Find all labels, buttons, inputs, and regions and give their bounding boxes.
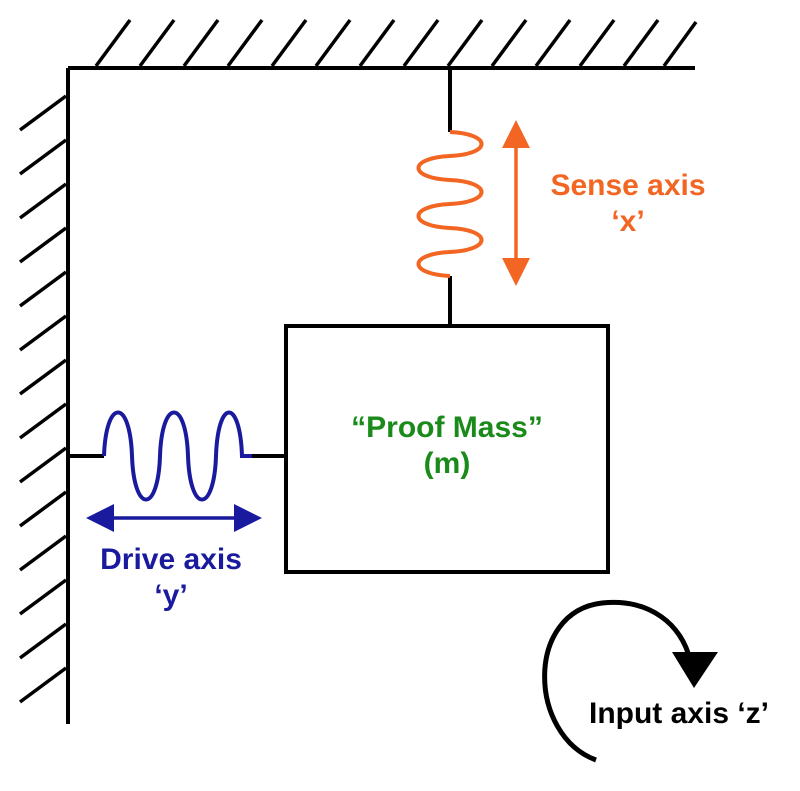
drive-axis-label-line2: ‘y’ bbox=[154, 579, 188, 612]
proof-mass-box bbox=[284, 324, 610, 574]
sense-spring bbox=[416, 130, 484, 278]
input-axis-label-line1: Input axis ‘z’ bbox=[588, 697, 770, 730]
drive-spring bbox=[102, 410, 252, 502]
proof-mass-label: “Proof Mass” (m) bbox=[306, 410, 588, 482]
drive-axis-label-line1: Drive axis bbox=[100, 543, 242, 576]
drive-axis-label: Drive axis ‘y’ bbox=[76, 542, 266, 614]
ceiling-hatching bbox=[94, 18, 698, 68]
left-wall-hatching bbox=[18, 94, 68, 704]
proof-mass-label-line1: “Proof Mass” bbox=[351, 411, 543, 444]
input-axis-rotation-arc bbox=[542, 599, 693, 763]
sense-axis-label: Sense axis ‘x’ bbox=[528, 168, 728, 240]
input-axis-arrowhead bbox=[672, 652, 718, 688]
sense-axis-label-line2: ‘x’ bbox=[611, 205, 645, 238]
sense-axis-label-line1: Sense axis bbox=[550, 169, 706, 202]
left-wall bbox=[18, 68, 70, 724]
proof-mass-label-line2: (m) bbox=[423, 447, 471, 480]
ceiling-wall bbox=[68, 18, 698, 70]
input-axis-label: Input axis ‘z’ bbox=[566, 696, 792, 732]
